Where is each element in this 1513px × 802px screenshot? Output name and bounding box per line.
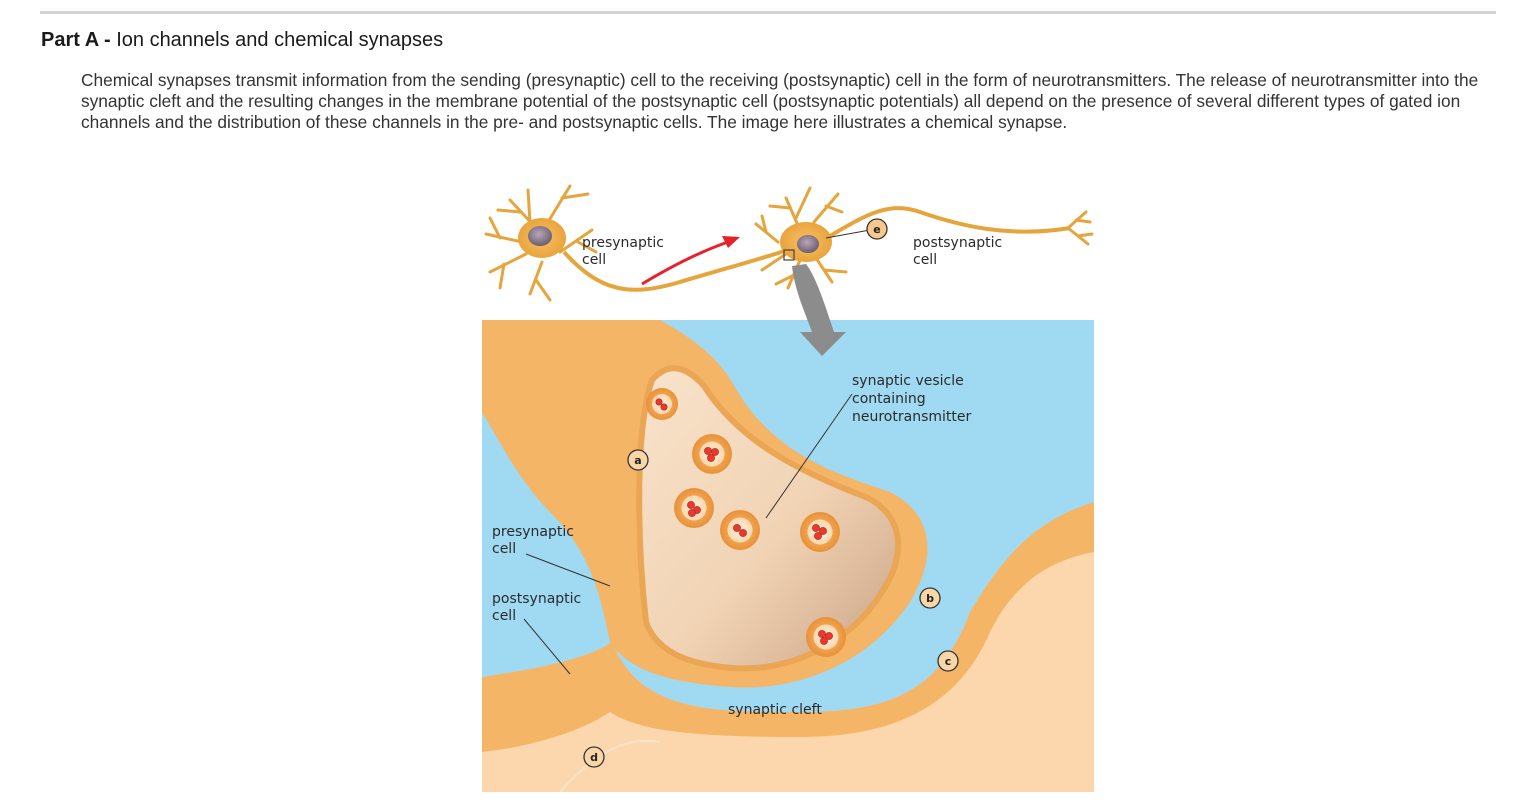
marker-b xyxy=(919,587,941,609)
postsynaptic-leader xyxy=(523,618,571,675)
postsynaptic-nucleus xyxy=(797,235,819,253)
marker-c xyxy=(937,650,959,672)
signal-direction-arrow xyxy=(641,240,729,286)
presynaptic-dendrites xyxy=(484,184,598,302)
marker-d-letter: d xyxy=(590,751,598,764)
top-postsynaptic-label: postsynaptic cell xyxy=(913,235,1007,268)
top-postsynaptic-line1: postsynaptic xyxy=(913,235,1002,251)
zoom-region-box xyxy=(783,249,795,261)
top-presynaptic-line2: cell xyxy=(582,252,606,268)
side-postsynaptic-label: postsynaptic cell xyxy=(492,591,586,624)
postsynaptic-highlight xyxy=(559,739,661,793)
marker-b-letter: b xyxy=(926,592,934,605)
top-postsynaptic-line2: cell xyxy=(913,252,937,268)
marker-a-letter: a xyxy=(634,454,641,467)
synaptic-cleft-label: synaptic cleft xyxy=(728,702,822,718)
presynaptic-leader xyxy=(525,553,611,587)
neuron-overview: e presynaptic cell postsynaptic cell xyxy=(484,184,1094,302)
side-presynaptic-line2: cell xyxy=(492,541,516,557)
signal-arrowhead xyxy=(722,236,740,248)
zoom-arrow xyxy=(792,264,846,356)
marker-a xyxy=(627,449,649,471)
part-title-text: Ion channels and chemical synapses xyxy=(116,29,444,51)
marker-c-letter: c xyxy=(945,655,952,668)
postsynaptic-axon xyxy=(828,206,1071,238)
postsynaptic-membrane xyxy=(482,502,1094,752)
part-title: Part A - Ion channels and chemical synap… xyxy=(41,28,443,52)
marker-e xyxy=(866,218,888,240)
intro-paragraph: Chemical synapses transmit information f… xyxy=(81,70,1479,132)
presynaptic-nucleus xyxy=(528,226,552,246)
side-presynaptic-label: presynaptic cell xyxy=(492,524,578,557)
top-presynaptic-label: presynaptic cell xyxy=(582,235,668,268)
presynaptic-axon xyxy=(562,248,789,292)
synapse-magnified-panel: synaptic vesicle containing neurotransmi… xyxy=(482,264,1094,793)
axon-terminal-branches xyxy=(1066,210,1094,246)
vesicle-leader xyxy=(765,393,853,519)
side-postsynaptic-line2: cell xyxy=(492,608,516,624)
vesicle-label-line3: neurotransmitter xyxy=(852,409,971,425)
side-presynaptic-line1: presynaptic xyxy=(492,524,574,540)
top-presynaptic-line1: presynaptic xyxy=(582,235,664,251)
vesicle-label-line1: synaptic vesicle xyxy=(852,373,964,389)
label-leaders xyxy=(523,393,853,675)
top-divider xyxy=(40,11,1496,14)
marker-e-letter: e xyxy=(873,223,880,236)
neurotransmitter-molecules xyxy=(655,398,833,645)
vesicle xyxy=(646,388,678,420)
part-label: Part A - xyxy=(41,29,117,51)
vesicle-label: synaptic vesicle containing neurotransmi… xyxy=(852,373,971,425)
chemical-synapse-diagram: e presynaptic cell postsynaptic cell xyxy=(482,184,1094,793)
vesicle-label-line2: containing xyxy=(852,391,926,407)
marker-d xyxy=(583,746,605,768)
side-postsynaptic-line1: postsynaptic xyxy=(492,591,581,607)
marker-e-leader xyxy=(825,229,871,239)
